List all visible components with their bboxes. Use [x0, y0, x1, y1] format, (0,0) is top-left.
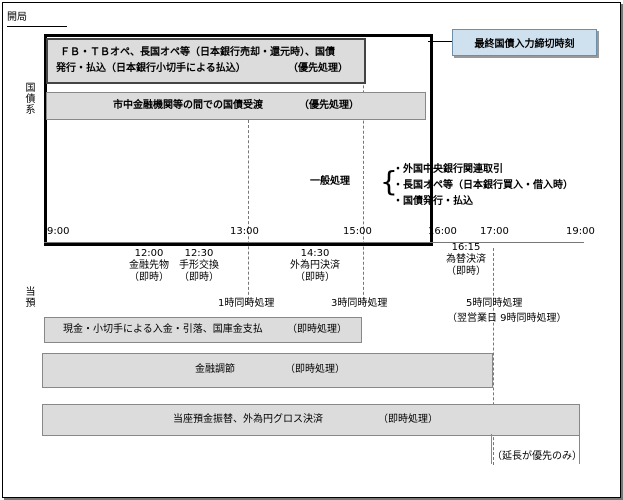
kokusai-side-label: 国債系: [23, 82, 34, 115]
event-kinyu-sakimono: 12:00 金融先物 （即時）: [124, 248, 174, 284]
event-label: 金融先物: [129, 260, 169, 271]
guide-line-1700: [493, 248, 494, 465]
event-kawase-kessai: 16:15 為替決済 （即時）: [438, 242, 494, 278]
time-axis-line: [44, 242, 584, 243]
deadline-note-text: 最終国債入力締切時刻: [474, 39, 575, 50]
event-label: 手形交換: [179, 260, 219, 271]
touyo-bar-chousetsu-label: 金融調節: [195, 364, 235, 375]
kokusai-bar-transfer-label: 市中金融機関等の間での国債受渡: [113, 100, 263, 111]
touyo-bar-cash-label: 現金・小切手による入金・引落、国庫金支払: [63, 324, 263, 335]
event-label: 外為円決済: [290, 260, 340, 271]
kokusai-bar-transfer-priority: （優先処理）: [299, 100, 359, 111]
kokusai-system-box: [44, 34, 433, 246]
deadline-note-box: 最終国債入力締切時刻: [452, 29, 597, 56]
touyo-bar-cash-priority: （即時処理）: [287, 324, 347, 335]
event-mode: （即時）: [179, 272, 219, 283]
touyo-bar-cash: 現金・小切手による入金・引落、国庫金支払 （即時処理）: [44, 317, 362, 343]
time-0900: 9:00: [47, 226, 70, 237]
event-time: 12:30: [184, 248, 214, 259]
deadline-connector: [428, 41, 452, 42]
event-tegata-koukan: 12:30 手形交換 （即時）: [174, 248, 224, 284]
processing-1: 1時同時処理: [218, 298, 275, 309]
general-brace: {: [380, 165, 398, 198]
header-underline: [7, 26, 67, 27]
event-time: 16:15: [451, 242, 481, 253]
event-gaitame-en: 14:30 外為円決済 （即時）: [285, 248, 345, 284]
touyo-bar-furikae: 当座預金振替、外為円グロス決済 （即時処理）: [42, 404, 580, 436]
extension-region: [491, 434, 580, 464]
event-mode: （即時）: [129, 272, 169, 283]
kokusai-bar-ops-line1: ＦＢ・ＴＢオペ、長国オペ等（日本銀行売却・還元時）、国債: [60, 47, 335, 58]
time-1600: 16:00: [428, 226, 457, 237]
kokusai-bar-ops-line2: 発行・払込（日本銀行小切手による払込）: [56, 63, 246, 74]
processing-3: 3時同時処理: [331, 298, 388, 309]
event-time: 12:00: [134, 248, 164, 259]
time-1300: 13:00: [230, 226, 259, 237]
kokusai-bar-ops-priority: （優先処理）: [288, 63, 348, 74]
extension-note: （延長が優先のみ）: [492, 451, 582, 462]
time-1900: 19:00: [566, 226, 595, 237]
kokusai-bar-transfer: 市中金融機関等の間での国債受渡 （優先処理）: [46, 92, 426, 120]
processing-5: 5時同時処理: [466, 298, 523, 309]
event-time: 14:30: [300, 248, 330, 259]
kokusai-bar-ops: ＦＢ・ＴＢオペ、長国オペ等（日本銀行売却・還元時）、国債 発行・払込（日本銀行小…: [46, 38, 366, 84]
general-item-1: ・外国中央銀行関連取引: [393, 164, 503, 175]
event-mode: （即時）: [446, 266, 486, 277]
touyo-side-label: 当預: [23, 286, 34, 308]
touyo-bar-chousetsu: 金融調節 （即時処理）: [42, 353, 493, 388]
event-mode: （即時）: [295, 272, 335, 283]
general-item-2: ・長国オペ等（日本銀行買入・借入時）: [393, 180, 573, 191]
touyo-bar-furikae-label: 当座預金振替、外為円グロス決済: [173, 414, 323, 425]
time-1500: 15:00: [343, 226, 372, 237]
event-label: 為替決済: [446, 254, 486, 265]
guide-line-1300: [248, 120, 249, 305]
processing-9-next-day: （翌営業日 9時同時処理）: [447, 313, 567, 324]
general-item-3: ・国債発行・払込: [393, 196, 473, 207]
touyo-bar-chousetsu-priority: （即時処理）: [285, 364, 345, 375]
touyo-bar-furikae-priority: （即時処理）: [378, 414, 438, 425]
time-1700: 17:00: [480, 226, 509, 237]
general-processing-label: 一般処理: [310, 176, 350, 187]
guide-line-1500: [363, 40, 364, 305]
open-label: 開局: [7, 12, 27, 23]
